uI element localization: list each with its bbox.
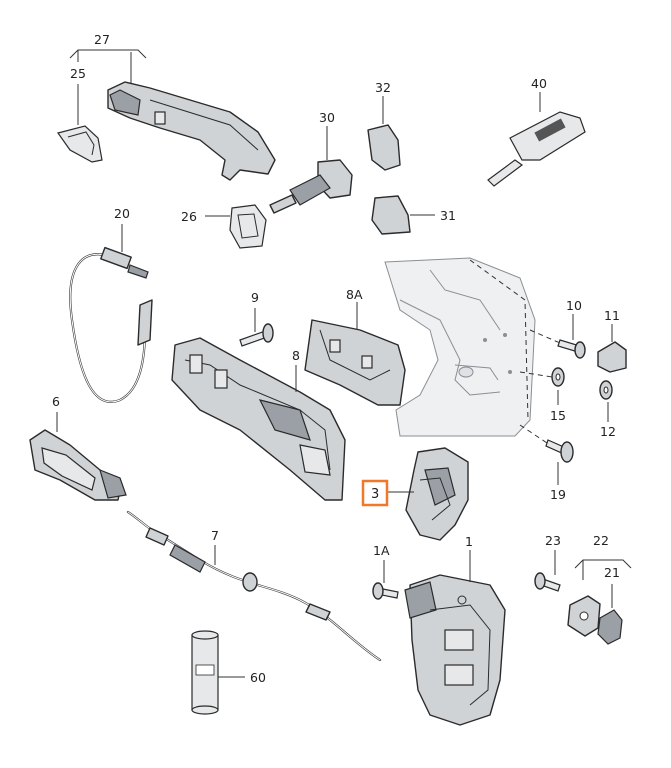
label-30: 30 (319, 110, 335, 125)
bolt-1A (372, 560, 399, 600)
door-body-panel (384, 257, 536, 437)
label-3: 3 (371, 487, 379, 502)
grease-tube-60 (191, 630, 245, 715)
label-19: 19 (550, 487, 566, 502)
label-6: 6 (52, 394, 60, 409)
bracket-22 (574, 559, 632, 580)
label-25: 25 (70, 66, 86, 81)
label-23: 23 (545, 533, 561, 548)
label-20: 20 (114, 206, 130, 221)
cover-cap-32 (367, 96, 401, 171)
exterior-door-handle (107, 81, 276, 181)
label-22: 22 (593, 533, 609, 548)
highlighted-label-3[interactable]: 3 (361, 479, 389, 507)
cap-11 (597, 324, 627, 373)
label-27: 27 (94, 32, 110, 47)
cover-cap-26 (205, 204, 267, 249)
lock-cylinder-30 (269, 126, 353, 214)
handle-carrier-8 (171, 337, 346, 501)
bowden-cable-7 (126, 510, 382, 662)
label-11: 11 (604, 308, 620, 323)
label-8: 8 (292, 348, 300, 363)
label-31: 31 (440, 208, 456, 223)
label-15: 15 (550, 408, 566, 423)
label-26: 26 (181, 209, 197, 224)
label-40: 40 (531, 76, 547, 91)
plate-21 (597, 584, 623, 645)
interior-door-handle-6 (29, 412, 127, 501)
bracket-8A (304, 302, 406, 406)
striker-plate-22 (567, 595, 601, 637)
door-lock-1 (404, 550, 506, 726)
washer-12 (599, 380, 613, 422)
label-9: 9 (251, 290, 259, 305)
label-21: 21 (604, 565, 620, 580)
highlight-box (361, 479, 389, 507)
bowden-cable-20 (69, 224, 153, 403)
screw-10 (529, 314, 586, 359)
cover-cap-25 (57, 84, 103, 163)
label-32: 32 (375, 80, 391, 95)
label-12: 12 (600, 424, 616, 439)
label-1: 1 (465, 534, 473, 549)
label-60: 60 (250, 670, 266, 685)
washer-15 (519, 367, 565, 405)
label-8A: 8A (346, 287, 363, 302)
bolt-9 (239, 308, 274, 347)
door-lock-module-3 (388, 447, 469, 541)
callout-labels: 27 25 32 40 30 26 31 20 9 8A 10 11 8 15 … (52, 32, 620, 685)
label-1A: 1A (373, 543, 390, 558)
bracket-27 (69, 49, 147, 85)
cover-cap-31 (371, 195, 435, 235)
label-10: 10 (566, 298, 582, 313)
screw-19 (519, 424, 574, 485)
screw-23 (534, 550, 561, 592)
label-7: 7 (211, 528, 219, 543)
remote-key-40 (487, 92, 586, 187)
